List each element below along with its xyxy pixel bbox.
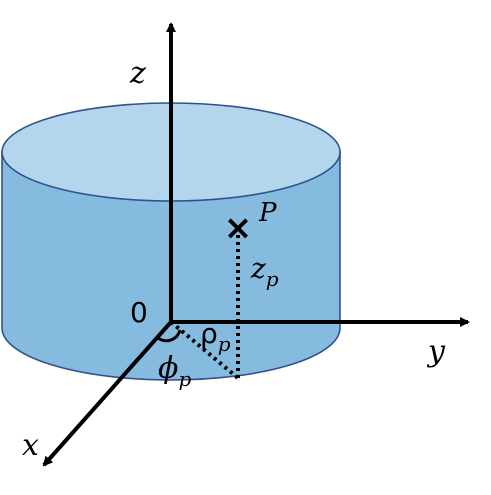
phi-p-label: ϕp bbox=[158, 351, 191, 391]
origin-label: 0 bbox=[130, 296, 148, 329]
x-axis-label: x bbox=[22, 428, 39, 463]
rho-p-subscript: p bbox=[218, 332, 231, 356]
x-axis bbox=[42, 320, 173, 467]
point-p-marker: × bbox=[224, 208, 253, 248]
point-p-label: P bbox=[258, 198, 277, 228]
z-axis-label: z bbox=[129, 56, 146, 91]
z-p-label: zp bbox=[250, 252, 279, 291]
phi-p-subscript: p bbox=[178, 367, 191, 391]
phi-p-main: ϕ bbox=[158, 351, 178, 386]
rho-p-label: ρp bbox=[200, 317, 231, 356]
y-axis-label: y bbox=[426, 334, 446, 369]
rho-p-main: ρ bbox=[200, 317, 218, 350]
z-p-main: z bbox=[250, 252, 266, 285]
rho-projection-line bbox=[169, 320, 240, 380]
z-p-subscript: p bbox=[266, 267, 279, 291]
phi-angle-arc bbox=[157, 329, 182, 343]
